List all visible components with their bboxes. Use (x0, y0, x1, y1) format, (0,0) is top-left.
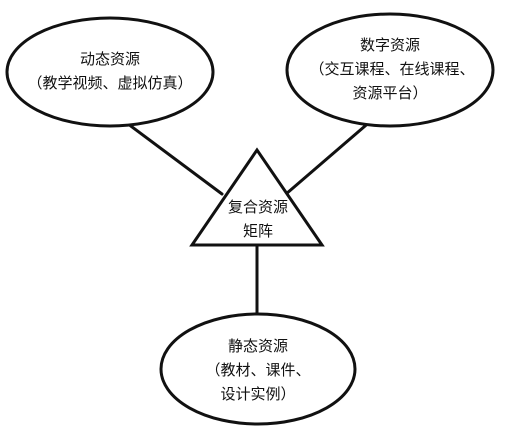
dynamic-detail: （教学视频、虚拟仿真） (27, 74, 192, 92)
static-detail-line2: 设计实例） (220, 385, 295, 403)
digital-title: 数字资源 (360, 36, 420, 54)
ellipse-dynamic (5, 16, 215, 128)
triangle-composite (189, 147, 325, 247)
static-detail-line1: （教材、课件、 (205, 361, 310, 379)
composite-line1: 复合资源 (228, 198, 288, 216)
node-composite-matrix: 复合资源 矩阵 (189, 147, 325, 247)
node-static-resources: 静态资源 （教材、课件、 设计实例） (159, 312, 357, 426)
node-digital-resources: 数字资源 （交互课程、在线课程、 资源平台） (285, 12, 495, 128)
node-dynamic-resources: 动态资源 （教学视频、虚拟仿真） (5, 16, 215, 128)
dynamic-title: 动态资源 (80, 50, 140, 68)
composite-line2: 矩阵 (243, 222, 273, 240)
ellipse-static (159, 312, 357, 426)
digital-detail-line1: （交互课程、在线课程、 (309, 60, 474, 78)
connector-digital (284, 118, 374, 196)
static-title: 静态资源 (228, 337, 288, 355)
ellipse-digital (285, 12, 495, 128)
digital-detail-line2: 资源平台） (352, 84, 427, 102)
